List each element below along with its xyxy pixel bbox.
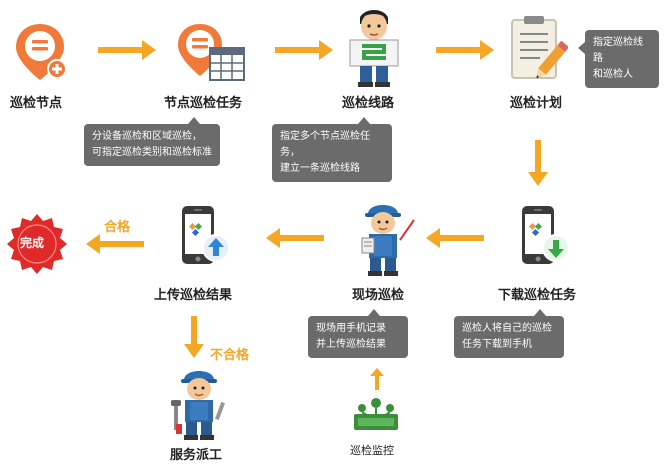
onsite-bubble: 现场用手机记录 并上传巡检结果 xyxy=(308,309,408,358)
patrol-node-label: 巡检节点 xyxy=(10,96,63,111)
arrow-left-icon xyxy=(266,228,324,252)
node-task-bubble-line2: 可指定巡检类别和巡检标准 xyxy=(92,147,212,158)
done-label: 完成 xyxy=(20,236,45,250)
download-bubble-line2: 任务下载到手机 xyxy=(462,339,532,350)
node-task-bubble: 分设备巡检和区域巡检， 可指定巡检类别和巡检标准 xyxy=(84,117,220,166)
map-pin-table-icon xyxy=(176,22,248,88)
service-dispatch-label: 服务派工 xyxy=(170,448,223,463)
onsite-patrol-label: 现场巡检 xyxy=(352,288,405,303)
arrow-right-icon xyxy=(98,40,158,64)
arrow-left-icon xyxy=(426,228,484,252)
download-task-label: 下载巡检任务 xyxy=(498,288,577,303)
patrol-plan-label: 巡检计划 xyxy=(510,96,563,111)
arrow-down-icon xyxy=(528,140,548,192)
plan-bubble-line1: 指定巡检线路 xyxy=(593,37,643,64)
route-bubble-line2: 建立一条巡检线路 xyxy=(280,163,360,174)
download-bubble: 巡检人将自己的巡检 任务下载到手机 xyxy=(454,309,564,358)
phone-upload-icon xyxy=(180,204,232,274)
done-seal-icon xyxy=(4,212,70,278)
inspector-worker-icon xyxy=(356,198,420,282)
patrol-route-label: 巡检线路 xyxy=(342,96,395,111)
route-bubble: 指定多个节点巡检任务， 建立一条巡检线路 xyxy=(272,117,392,182)
arrow-down-icon xyxy=(184,316,204,364)
download-bubble-line1: 巡检人将自己的巡检 xyxy=(462,323,552,334)
fail-label: 不合格 xyxy=(210,348,250,363)
clipboard-pencil-icon xyxy=(508,16,570,90)
arrow-right-icon xyxy=(436,40,496,64)
onsite-bubble-line1: 现场用手机记录 xyxy=(316,323,386,334)
arrow-up-icon xyxy=(370,368,384,394)
monitor-team-icon xyxy=(350,394,402,438)
map-pin-minus-plus-icon xyxy=(14,22,68,88)
node-task-bubble-line1: 分设备巡检和区域巡检， xyxy=(92,131,202,142)
arrow-right-icon xyxy=(275,40,335,64)
pass-label: 合格 xyxy=(104,220,131,235)
plan-bubble-line2: 和巡检人 xyxy=(593,69,633,80)
worker-holding-route-sign-icon xyxy=(346,6,402,92)
plan-bubble: 指定巡检线路 和巡检人 xyxy=(578,30,659,88)
phone-download-icon xyxy=(520,204,572,274)
upload-result-label: 上传巡检结果 xyxy=(154,288,233,303)
arrow-left-icon xyxy=(86,234,144,258)
route-bubble-line1: 指定多个节点巡检任务， xyxy=(280,131,370,158)
node-task-label: 节点巡检任务 xyxy=(164,96,243,111)
repair-worker-icon xyxy=(170,364,230,446)
onsite-bubble-line2: 并上传巡检结果 xyxy=(316,339,386,350)
patrol-monitor-label: 巡检监控 xyxy=(350,444,394,457)
